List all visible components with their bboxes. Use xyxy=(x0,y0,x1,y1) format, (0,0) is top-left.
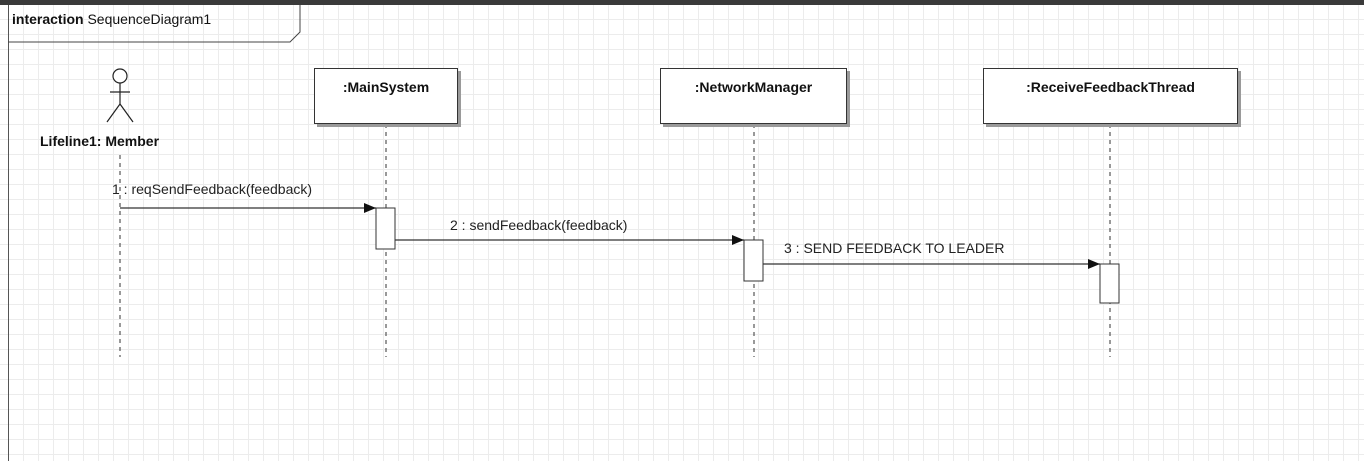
message-3-label: 3 : SEND FEEDBACK TO LEADER xyxy=(784,240,1005,256)
lifeline-head-receivefeedbackthread[interactable]: :ReceiveFeedbackThread xyxy=(983,68,1238,124)
actor-figure[interactable] xyxy=(106,68,134,123)
lifeline-head-networkmanager[interactable]: :NetworkManager xyxy=(660,68,847,124)
frame-keyword: interaction xyxy=(12,11,84,27)
frame-name: SequenceDiagram1 xyxy=(87,11,212,27)
frame-label: interaction SequenceDiagram1 xyxy=(9,8,297,30)
receivefeedbackthread-activation[interactable] xyxy=(1099,263,1120,304)
frame-left-border xyxy=(8,5,9,461)
message-1-label: 1 : reqSendFeedback(feedback) xyxy=(112,181,313,197)
actor-label: Lifeline1: Member xyxy=(40,133,160,149)
lifeline-name: :NetworkManager xyxy=(694,79,813,95)
networkmanager-activation[interactable] xyxy=(743,239,764,282)
lifeline-head-mainsystem[interactable]: :MainSystem xyxy=(314,68,458,124)
top-border xyxy=(0,0,1364,5)
message-2-label: 2 : sendFeedback(feedback) xyxy=(450,217,628,233)
lifeline-name: :ReceiveFeedbackThread xyxy=(1026,79,1195,95)
frame-tab-shape xyxy=(8,5,301,43)
mainsystem-activation[interactable] xyxy=(375,207,396,250)
lifeline-name: :MainSystem xyxy=(342,79,430,95)
